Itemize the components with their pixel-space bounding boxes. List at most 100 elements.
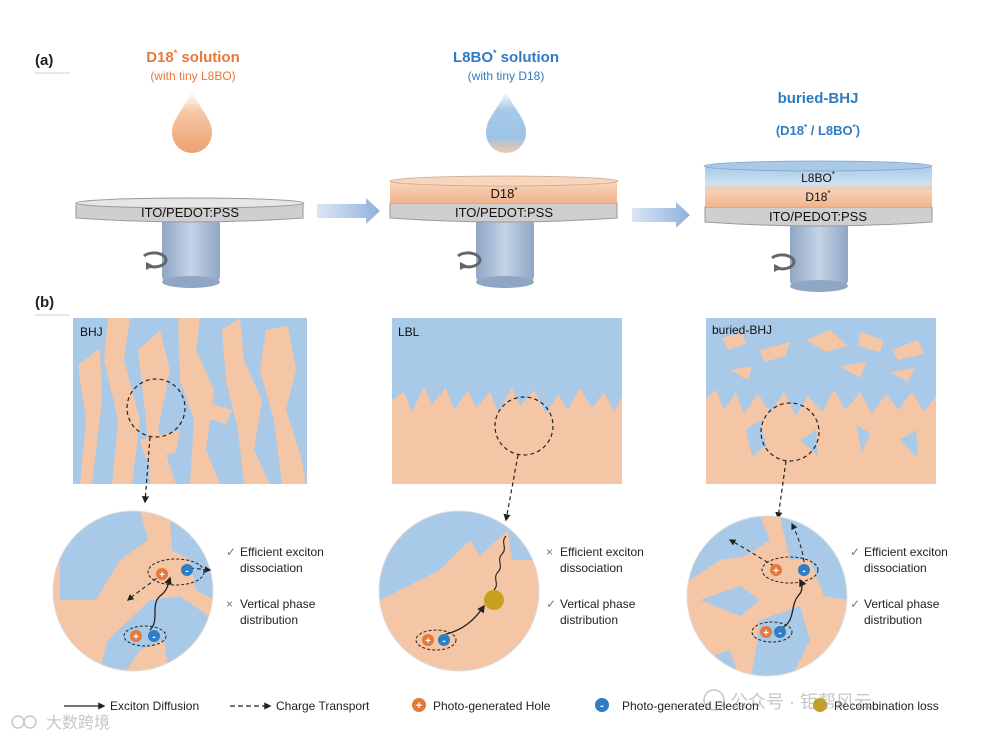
spin-pillar [162,218,220,282]
svg-text:Vertical phase: Vertical phase [240,597,316,611]
svg-text:+: + [425,636,431,647]
watermark-left: 大数跨境 [11,713,110,732]
panel-a-label: (a) [35,52,53,69]
legend-charge: Charge Transport [276,699,370,713]
morphology-lbl: LBL [392,318,622,522]
electron-icon [774,626,786,638]
recombination-icon [484,590,504,610]
l8bo-layer-label: L8BO* [801,170,835,185]
legend-electron: Photo-generated Electron [622,699,759,713]
electron-icon [148,630,160,642]
d18-layer-label: D18* [491,186,518,201]
svg-text:Efficient exciton: Efficient exciton [864,545,948,559]
svg-text:Vertical phase: Vertical phase [864,597,940,611]
electron-icon [798,564,810,576]
hole-icon [156,568,168,580]
hole-icon [760,626,772,638]
svg-text:Vertical phase: Vertical phase [560,597,636,611]
svg-text:✓: ✓ [546,597,556,611]
spin-pillar [476,218,534,282]
svg-text:×: × [546,545,553,559]
spin-coater-3: L8BO* D18* ITO/PEDOT:PSS [703,160,933,292]
svg-text:✓: ✓ [850,597,860,611]
svg-text:+: + [773,566,779,577]
hole-legend-icon [412,698,426,712]
svg-text:Efficient exciton: Efficient exciton [240,545,324,559]
zoom-region [126,378,186,438]
morphology-buried-bhj: buried-BHJ [706,318,936,520]
svg-text:distribution: distribution [560,613,618,627]
svg-text:+: + [763,628,769,639]
svg-text:-: - [600,700,604,712]
step1-title: D18* solution [146,48,240,66]
step2-title: L8BO* solution [453,48,559,66]
notes-bhj: ✓ Efficient exciton dissociation × Verti… [226,545,324,627]
recombination-legend-icon [813,698,827,712]
legend-exciton: Exciton Diffusion [110,699,199,713]
hole-icon [770,564,782,576]
svg-text:大数跨境: 大数跨境 [46,713,110,732]
svg-text:+: + [133,632,139,643]
svg-text:distribution: distribution [864,613,922,627]
electron-icon [181,564,193,576]
morphology-bhj: BHJ [73,318,307,504]
svg-text:+: + [416,700,422,712]
panel-b-label: (b) [35,294,54,311]
svg-text:+: + [159,570,165,581]
spin-pillar [790,222,848,286]
svg-text:Efficient exciton: Efficient exciton [560,545,644,559]
watermark-right: 公众号 · 钜帮风云 [703,689,872,712]
svg-text:-: - [152,632,155,643]
morph-label: BHJ [80,325,103,339]
step3-title: buried-BHJ [778,90,859,107]
process-arrow-2 [632,202,690,228]
process-arrow-1 [317,198,380,224]
hole-icon [422,634,434,646]
zoom-circle-bhj: + - + - [52,510,214,672]
svg-text:L8BO* solution: L8BO* solution [453,48,559,66]
morph-label: buried-BHJ [712,323,772,337]
svg-text:(D18* / L8BO*): (D18* / L8BO*) [776,123,860,138]
substrate-label: ITO/PEDOT:PSS [141,205,239,220]
svg-text:distribution: distribution [240,613,298,627]
spin-coater-1: ITO/PEDOT:PSS [75,197,305,288]
orange-droplet-icon [172,91,212,153]
substrate-label: ITO/PEDOT:PSS [455,205,553,220]
zoom-circle-lbl: + - [378,510,540,672]
svg-text:dissociation: dissociation [864,561,927,575]
zoom-arrow [775,460,787,520]
legend-hole: Photo-generated Hole [433,699,551,713]
notes-lbl: × Efficient exciton dissociation ✓ Verti… [546,545,644,627]
svg-text:dissociation: dissociation [240,561,303,575]
svg-text:-: - [442,636,445,647]
step3-subtitle: (D18* / L8BO*) [776,123,860,138]
d18-layer-label: D18* [805,189,830,204]
legend-recomb: Recombination loss [834,699,939,713]
zoom-arrow [141,436,151,504]
svg-text:✓: ✓ [226,545,236,559]
substrate-label: ITO/PEDOT:PSS [769,209,867,224]
svg-text:dissociation: dissociation [560,561,623,575]
step2-subtitle: (with tiny D18) [468,69,545,83]
zoom-region [494,396,554,456]
spin-coater-2: D18* ITO/PEDOT:PSS [389,175,619,288]
svg-text:公众号 · 钜帮风云: 公众号 · 钜帮风云 [730,692,872,712]
electron-legend-icon [595,698,609,712]
svg-text:-: - [185,566,188,577]
notes-buried-bhj: ✓ Efficient exciton dissociation ✓ Verti… [850,545,948,627]
rotation-arrow-icon [457,251,482,269]
rotation-arrow-icon [771,253,796,271]
svg-text:-: - [778,628,781,639]
morph-label: LBL [398,325,420,339]
step1-subtitle: (with tiny L8BO) [150,69,235,83]
blue-droplet-icon [486,91,526,153]
zoom-region [760,402,820,462]
svg-text:×: × [226,597,233,611]
zoom-circle-buried-bhj: + - + - [686,515,848,677]
electron-icon [438,634,450,646]
legend: Exciton Diffusion Charge Transport + Pho… [64,698,939,713]
svg-text:D18* solution: D18* solution [146,48,240,66]
svg-text:✓: ✓ [850,545,860,559]
